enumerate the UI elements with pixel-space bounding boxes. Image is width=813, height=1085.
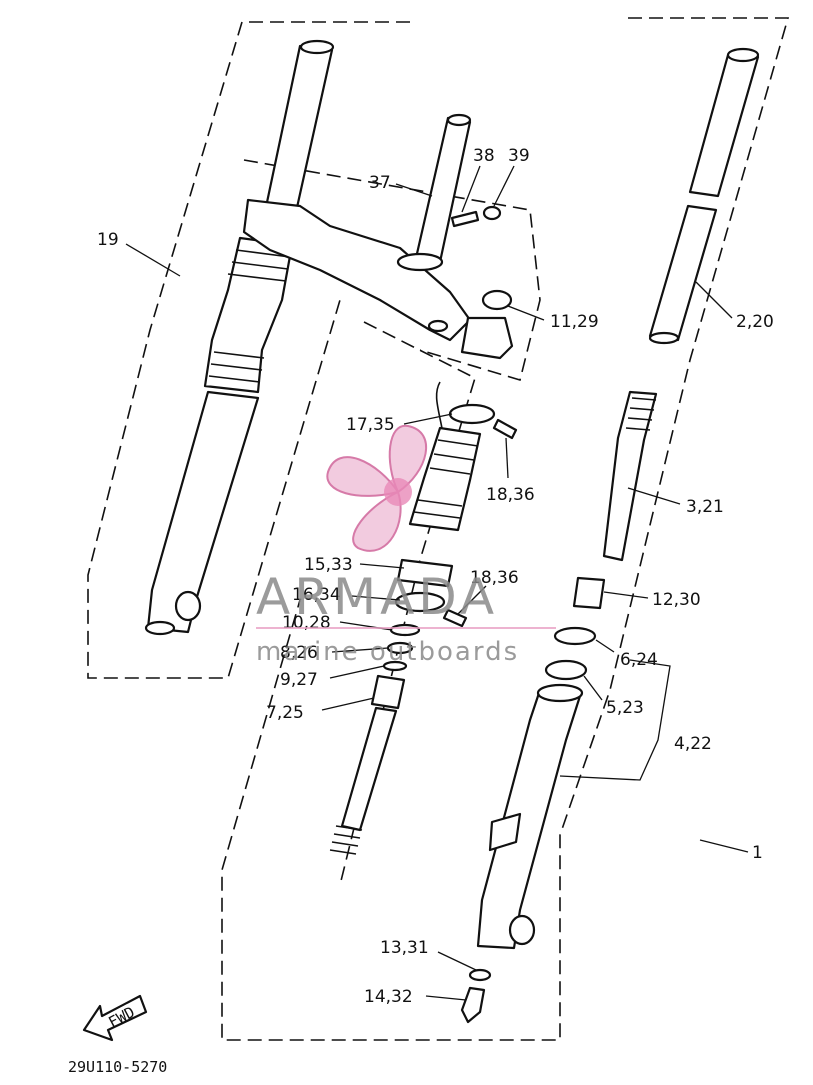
label-8-26: 8,26	[280, 643, 318, 663]
leader-39	[493, 165, 515, 207]
label-1: 1	[752, 843, 763, 863]
triple-clamp-assembly	[242, 113, 514, 360]
label-14-32: 14,32	[364, 987, 413, 1007]
leader-12-30	[603, 591, 649, 599]
left-fork-assembly	[144, 39, 335, 636]
leader-6-24	[595, 639, 615, 653]
leader-7-25	[321, 697, 375, 711]
bolt-18-lower	[442, 608, 468, 628]
center-boot-folds	[413, 439, 479, 519]
ring-10	[389, 623, 421, 637]
spring-7	[370, 674, 406, 710]
leader-1	[699, 839, 749, 853]
leader-3-21	[627, 487, 681, 505]
leader-17-35	[403, 413, 453, 425]
label-15-33: 15,33	[304, 555, 353, 575]
bolt-38	[450, 210, 480, 228]
fender-mount	[488, 812, 522, 852]
clamp-17	[448, 403, 496, 425]
bushing-12	[572, 576, 606, 610]
damper-spring	[625, 397, 657, 431]
lower-bracket	[242, 198, 472, 342]
label-39: 39	[508, 146, 530, 166]
seal-15	[396, 558, 454, 588]
label-17-35: 17,35	[346, 415, 395, 435]
stem-collar	[396, 252, 444, 272]
label-11-29: 11,29	[550, 312, 599, 332]
right-tube-end	[648, 331, 680, 345]
center-boot	[408, 426, 482, 532]
leader-15-33	[359, 563, 405, 569]
watermark-tagline: marine outboards	[256, 637, 519, 667]
washer-13	[468, 968, 492, 982]
leader-14-32	[425, 995, 467, 1001]
label-7-25: 7,25	[266, 703, 304, 723]
right-fork-outline	[221, 17, 790, 1041]
leader-18-36-lower	[457, 585, 487, 615]
steering-stem	[414, 116, 472, 264]
left-tube-bottom	[144, 620, 176, 636]
left-boot-folds	[208, 249, 291, 383]
clip-6	[553, 626, 597, 646]
label-4-22: 4,22	[674, 734, 712, 754]
cable-guide	[460, 316, 514, 360]
leader-38	[461, 165, 481, 213]
leader-13-31	[437, 951, 477, 971]
fwd-arrow-icon	[82, 994, 148, 1042]
label-2-20: 2,20	[736, 312, 774, 332]
leader-2-20	[695, 281, 733, 319]
leader-5-23	[583, 675, 603, 701]
right-tube-cap	[726, 47, 760, 63]
cap-11	[481, 289, 513, 311]
outer-tube-mouth	[536, 683, 584, 703]
axle-boss-right	[508, 914, 536, 946]
washer-39	[482, 205, 502, 221]
leader-4-22	[559, 659, 671, 781]
propeller-logo-icon	[326, 424, 427, 552]
leader-9-27	[329, 665, 385, 679]
leader-lines	[125, 165, 749, 1001]
left-tube-cap	[299, 39, 335, 55]
left-axle-boss	[174, 590, 202, 622]
left-outer-tube	[146, 390, 260, 634]
right-lower-tube	[648, 204, 718, 342]
label-16-34: 16,34	[292, 585, 341, 605]
stem-top	[446, 113, 472, 127]
right-fork-parts	[460, 47, 760, 1024]
drawing-code: 29U110-5270	[68, 1058, 167, 1076]
leader-16-34	[351, 595, 401, 601]
damper-rod-3	[602, 390, 658, 562]
leader-19	[125, 243, 181, 277]
armada-watermark: ARMADA marine outboards	[256, 424, 556, 667]
bolt-18-upper	[492, 418, 518, 440]
center-rod	[340, 706, 398, 832]
leader-37	[395, 183, 433, 197]
bolt-14	[460, 986, 486, 1024]
outer-tube-4	[476, 688, 582, 950]
label-37: 37	[369, 173, 391, 193]
leader-11-29	[507, 305, 545, 321]
label-9-27: 9,27	[280, 670, 318, 690]
fwd-arrow: FWD	[82, 994, 148, 1042]
seal-5	[544, 659, 588, 681]
bracket-hole	[427, 319, 449, 333]
label-19: 19	[97, 230, 119, 250]
label-38: 38	[473, 146, 495, 166]
watermark-brand: ARMADA	[256, 568, 498, 626]
label-6-24: 6,24	[620, 650, 658, 670]
collar-16	[394, 591, 446, 613]
leader-18-36-upper	[505, 437, 509, 479]
right-upper-tube	[688, 53, 760, 198]
lower-spring	[329, 825, 363, 855]
leader-8-26	[331, 647, 389, 653]
label-12-30: 12,30	[652, 590, 701, 610]
label-18-36-upper: 18,36	[486, 485, 535, 505]
label-13-31: 13,31	[380, 938, 429, 958]
label-3-21: 3,21	[686, 497, 724, 517]
label-5-23: 5,23	[606, 698, 644, 718]
left-fork-outline	[87, 21, 410, 679]
label-18-36-lower: 18,36	[470, 568, 519, 588]
